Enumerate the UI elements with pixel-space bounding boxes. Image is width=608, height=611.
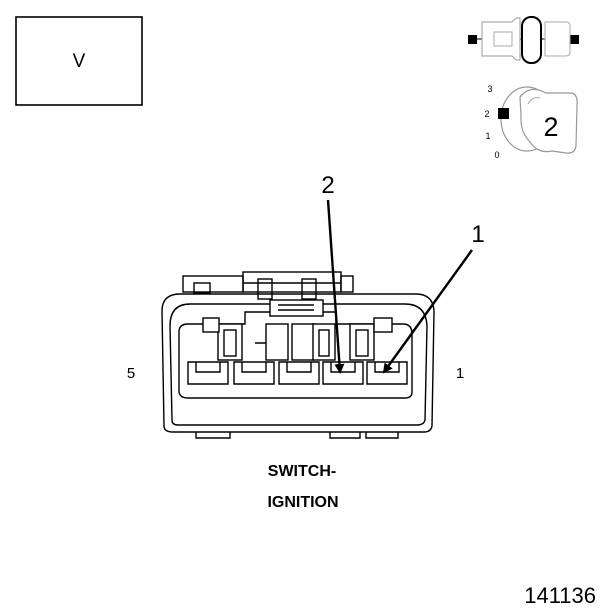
callout-label-1: 1 [471,221,484,248]
key-position-3: 3 [487,84,492,94]
ignition-key-icon: 3 2 1 0 2 [484,84,578,160]
caption-line-2: IGNITION [267,494,338,511]
figure-number: 141136 [524,583,596,608]
key-position-0: 0 [494,150,499,160]
key-position-1: 1 [485,131,490,141]
view-indicator-box: V [15,16,143,106]
pin-number-right: 1 [456,365,464,382]
caption-line-1: SWITCH- [268,463,336,480]
view-label: V [73,51,86,72]
key-position-2: 2 [484,109,489,119]
pin-cavities [187,361,408,385]
callout-arrows [326,199,473,374]
pin-number-left: 5 [127,365,135,382]
callout-label-2: 2 [321,172,334,199]
connector-icon [468,16,579,64]
active-key-position: 2 [543,112,558,142]
connector-body [161,271,435,439]
